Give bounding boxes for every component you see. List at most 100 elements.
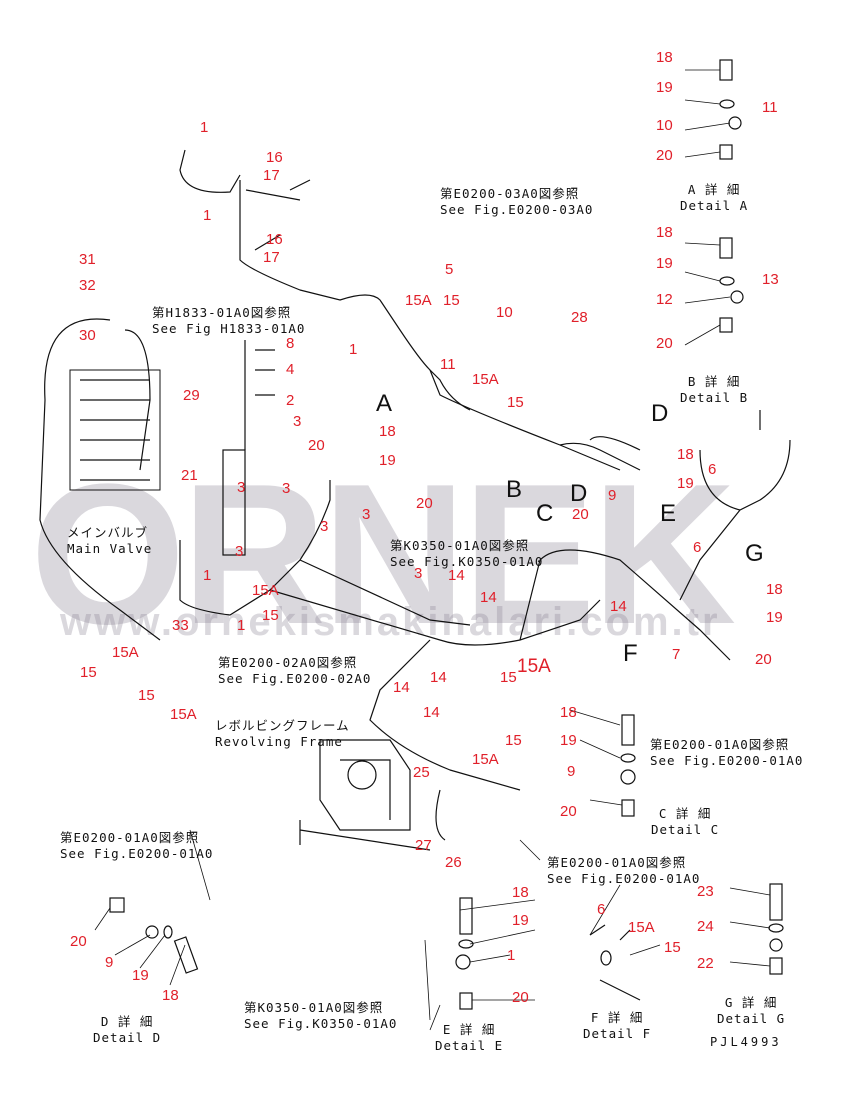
- harness-middle: [179, 480, 731, 661]
- part-callout: 18: [162, 987, 179, 1004]
- part-callout: 15: [262, 607, 279, 624]
- part-callout: 15A: [628, 919, 655, 936]
- view-letter-c: C: [536, 500, 554, 527]
- part-callout: 18: [379, 423, 396, 440]
- part-callout: 33: [172, 617, 189, 634]
- part-callout: 22: [697, 955, 714, 972]
- part-callout: 20: [572, 506, 589, 523]
- part-callout: 20: [560, 803, 577, 820]
- part-callout: 15: [505, 732, 522, 749]
- hose-left: [39, 318, 161, 641]
- revolving-frame: [299, 739, 431, 851]
- part-callout: 1: [200, 119, 209, 136]
- part-callout: 1: [203, 567, 212, 584]
- view-letter-d-lower: D: [570, 480, 588, 507]
- part-callout: 20: [656, 147, 673, 164]
- part-callout: 20: [656, 335, 673, 352]
- view-letter-d: D: [651, 400, 669, 427]
- part-callout: 1: [507, 947, 516, 964]
- part-callout: 18: [656, 49, 673, 66]
- view-letter-f: F: [623, 640, 638, 667]
- part-callout: 15A: [252, 582, 279, 599]
- part-callout: 15: [138, 687, 155, 704]
- part-callout: 16: [266, 149, 283, 166]
- part-callout: 21: [181, 467, 198, 484]
- drawing-code: PJL4993: [710, 1035, 782, 1049]
- harness-lower: [369, 639, 521, 841]
- part-callout: 11: [440, 356, 456, 373]
- part-callout: 14: [480, 589, 497, 606]
- part-callout: 14: [610, 598, 627, 615]
- part-callout: 18: [677, 446, 694, 463]
- part-callout: 11: [762, 99, 778, 116]
- harness-upper: [179, 149, 621, 471]
- part-callout: 1: [203, 207, 212, 224]
- part-callout: 15A: [170, 706, 197, 723]
- part-callout: 19: [766, 609, 783, 626]
- main-valve-block: [69, 369, 161, 491]
- watermark-url: www.ornekismakinalari.com.tr: [60, 600, 721, 644]
- part-callout: 27: [415, 837, 432, 854]
- part-callout: 15A: [517, 656, 551, 677]
- part-callout: 15A: [405, 292, 432, 309]
- part-callout: 15: [443, 292, 460, 309]
- part-callout: 15A: [472, 751, 499, 768]
- part-callout: 17: [263, 167, 280, 184]
- terminal-strip: [222, 449, 246, 556]
- part-callout: 19: [677, 475, 694, 492]
- part-callout: 23: [697, 883, 714, 900]
- part-callout: 13: [762, 271, 779, 288]
- part-callout: 9: [608, 487, 617, 504]
- part-callout: 15A: [112, 644, 139, 661]
- watermark-logo: ORNEK: [30, 443, 736, 666]
- part-callout: 24: [697, 918, 714, 935]
- part-callout: 20: [308, 437, 325, 454]
- part-callout: 2: [286, 392, 295, 409]
- part-callout: 32: [79, 277, 96, 294]
- part-callout: 14: [430, 669, 447, 686]
- part-callout: 15A: [472, 371, 499, 388]
- part-callout: 3: [237, 479, 246, 496]
- part-callout: 19: [512, 912, 529, 929]
- part-callout: 7: [672, 646, 681, 663]
- part-callout: 6: [693, 539, 702, 556]
- part-callout: 9: [567, 763, 576, 780]
- part-callout: 20: [416, 495, 433, 512]
- part-callout: 19: [656, 79, 673, 96]
- part-callout: 10: [656, 117, 673, 134]
- part-callout: 25: [413, 764, 430, 781]
- part-callout: 29: [183, 387, 200, 404]
- part-callout: 20: [70, 933, 87, 950]
- part-callout: 3: [293, 413, 302, 430]
- part-callout: 15: [500, 669, 517, 686]
- part-callout: 3: [235, 543, 244, 560]
- part-callout: 20: [512, 989, 529, 1006]
- part-callout: 3: [362, 506, 371, 523]
- part-callout: 5: [445, 261, 454, 278]
- view-letter-g: G: [745, 540, 764, 567]
- part-callout: 30: [79, 327, 96, 344]
- part-callout: 31: [79, 251, 96, 268]
- part-callout: 15: [80, 664, 97, 681]
- part-callout: 12: [656, 291, 673, 308]
- part-callout: 26: [445, 854, 462, 871]
- part-callout: 3: [320, 518, 329, 535]
- part-callout: 15: [507, 394, 524, 411]
- part-callout: 18: [512, 884, 529, 901]
- part-callout: 9: [105, 954, 114, 971]
- part-callout: 19: [132, 967, 149, 984]
- part-callout: 15: [664, 939, 681, 956]
